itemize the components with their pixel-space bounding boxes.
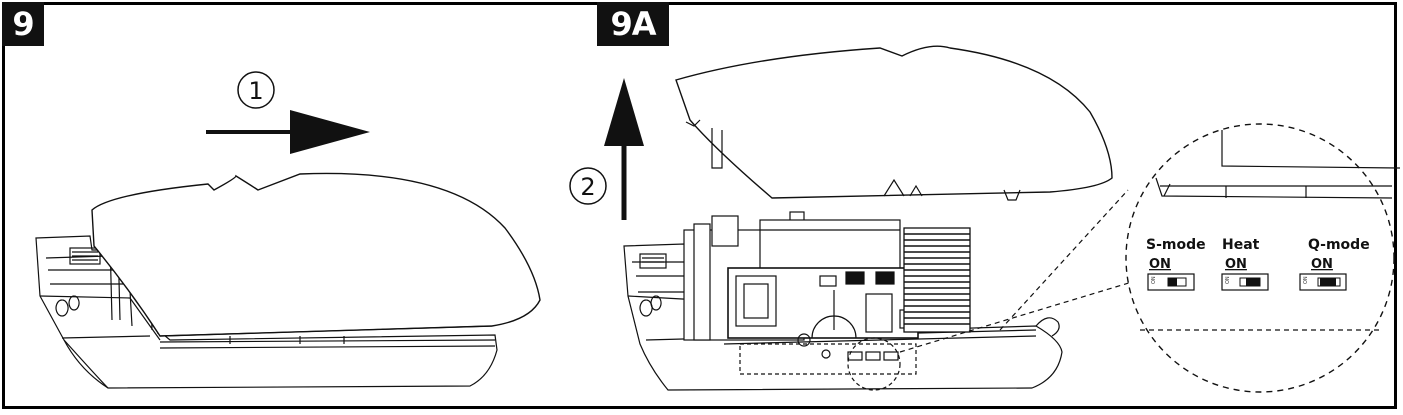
switch-q-mode-state: ON [1311,257,1333,272]
lift-arrow-icon [604,78,644,220]
switch-q-mode-state-small: ON [1303,276,1309,284]
switch-heat-label: Heat [1222,237,1260,253]
switch-s-mode-state: ON [1149,257,1171,272]
switch-heat-state: ON [1225,257,1247,272]
callout-2: 2 [569,167,607,205]
zoom-detail [1125,123,1401,393]
slide-arrow-icon [206,110,370,154]
callout-1: 1 [237,71,275,109]
cover-right-lifted [675,45,1113,201]
zoom-leader-lines [899,189,1133,353]
switch-heat-state-small: ON [1225,276,1231,284]
switch-s-mode: S-mode ON ON [1146,237,1206,291]
panel-9a: 2 [569,45,1401,393]
dip-switch-group: S-mode ON ON Heat ON ON Q-mode ON ON [1146,237,1370,291]
switch-q-mode: Q-mode ON ON [1299,237,1370,291]
unit-base-right [623,211,1063,391]
switch-s-mode-label: S-mode [1146,237,1206,253]
step-9a-label: 9A [597,2,669,46]
switch-s-mode-state-small: ON [1151,276,1157,284]
switch-heat: Heat ON ON [1221,237,1269,291]
callout-2-number: 2 [580,173,595,201]
cover-left [91,172,541,337]
switch-q-mode-label: Q-mode [1308,237,1370,253]
panel-9: 1 [35,71,541,389]
step-9-label: 9 [2,2,44,46]
callout-1-number: 1 [248,77,263,105]
